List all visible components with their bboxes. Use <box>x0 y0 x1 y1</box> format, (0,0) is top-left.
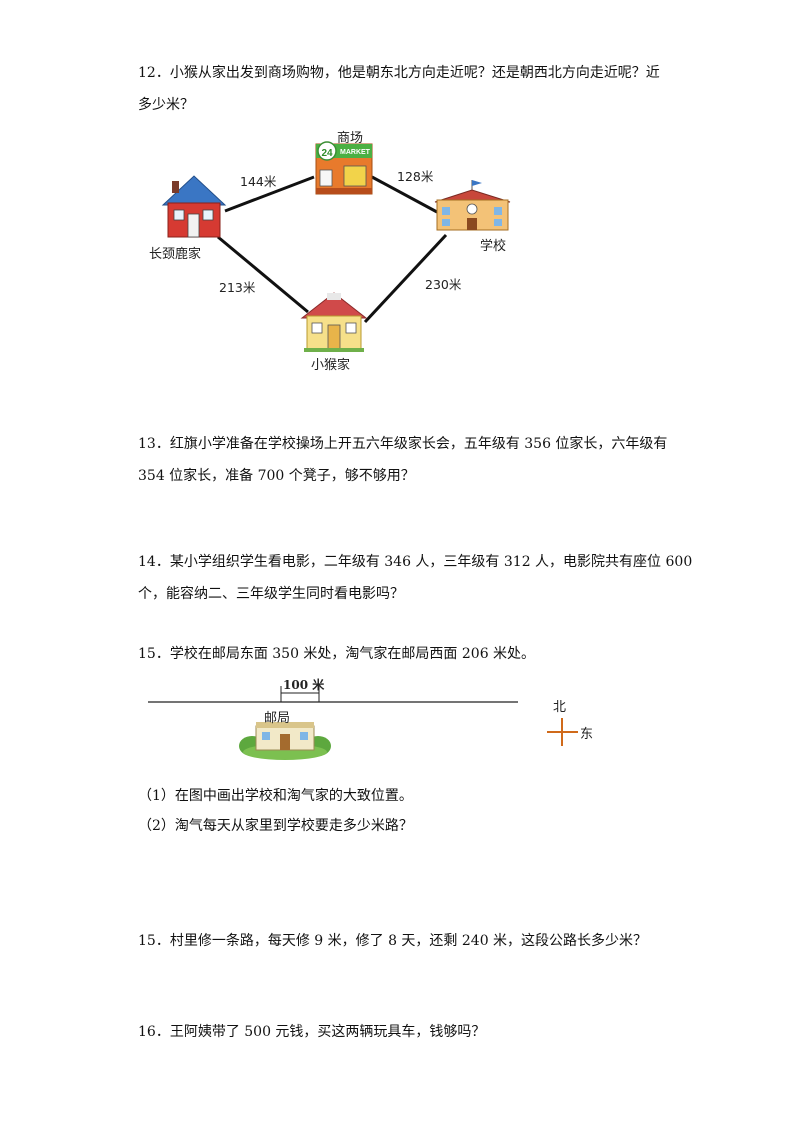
distance-mall-school: 128米 <box>397 169 434 184</box>
mall-sign-number: 24 <box>321 148 333 159</box>
post-office-icon <box>239 722 331 760</box>
route-map: 24 MARKET <box>161 141 511 352</box>
mall-sign-text: MARKET <box>340 149 371 156</box>
q15b-text-line1: 15．村里修一条路，每天修 9 米，修了 8 天，还剩 240 米，这段公路长多… <box>138 933 648 949</box>
scale-label: 100 米 <box>283 678 325 692</box>
q12-text-line1: 12．小猴从家出发到商场购物，他是朝东北方向走近呢？还是朝西北方向走近呢？近 <box>138 65 660 81</box>
monkey-home-icon <box>300 292 368 352</box>
giraffe-home-icon <box>161 175 227 238</box>
compass-icon <box>547 718 578 746</box>
q16-text-line1: 16．王阿姨带了 500 元钱，买这两辆玩具车，钱够吗？ <box>138 1024 486 1040</box>
q15-sub1: （1）在图中画出学校和淘气家的大致位置。 <box>138 788 413 804</box>
distance-giraffe-mall: 144米 <box>240 174 277 189</box>
distance-school-monkey: 230米 <box>425 277 462 292</box>
monkey-home-label: 小猴家 <box>311 358 351 373</box>
road-giraffe-mall <box>224 175 315 213</box>
mall-label: 商场 <box>337 131 364 146</box>
school-icon <box>434 180 511 231</box>
distance-giraffe-monkey: 213米 <box>219 280 256 295</box>
school-label: 学校 <box>480 239 507 254</box>
compass-north-label: 北 <box>553 700 567 715</box>
q13-text-line2: 354 位家长，准备 700 个凳子，够不够用？ <box>138 468 415 484</box>
q13-text-line1: 13．红旗小学准备在学校操场上开五六年级家长会，五年级有 356 位家长，六年级… <box>138 436 668 452</box>
mall-icon <box>315 141 373 195</box>
q14-text-line2: 个，能容纳二、三年级学生同时看电影吗？ <box>138 586 404 602</box>
q12-text-line2: 多少米？ <box>138 97 194 113</box>
compass-east-label: 东 <box>580 727 594 742</box>
road-mall-school <box>371 175 438 214</box>
post-office-diagram <box>148 686 578 760</box>
scale-bar <box>280 686 320 702</box>
q15-text-line1: 15．学校在邮局东面 350 米处，淘气家在邮局西面 206 米处。 <box>138 646 536 662</box>
post-office-label: 邮局 <box>264 711 291 726</box>
q14-text-line1: 14．某小学组织学生看电影，二年级有 346 人，三年级有 312 人，电影院共… <box>138 554 693 570</box>
q15-sub2: （2）淘气每天从家里到学校要走多少米路？ <box>138 818 413 834</box>
giraffe-home-label: 长颈鹿家 <box>149 247 202 262</box>
road-giraffe-monkey <box>217 235 309 314</box>
road-school-monkey <box>363 233 448 324</box>
